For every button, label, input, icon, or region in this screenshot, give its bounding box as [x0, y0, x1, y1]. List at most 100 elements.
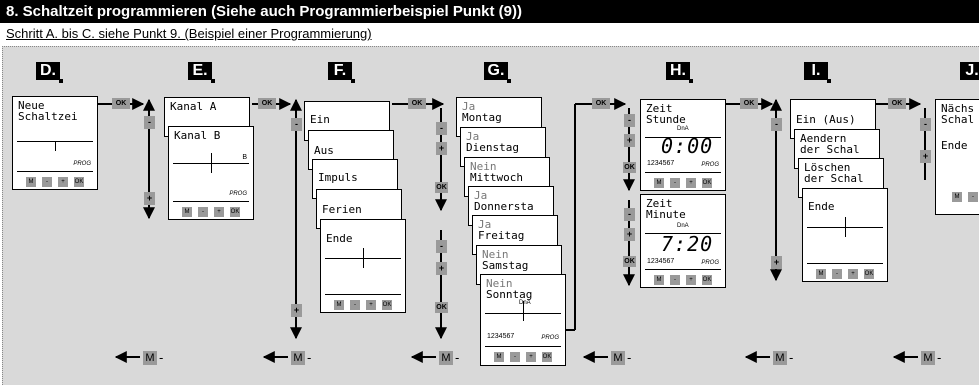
ok-key[interactable]: OK: [230, 207, 240, 217]
ok-key[interactable]: OK: [74, 177, 84, 187]
display-line: [645, 269, 721, 270]
step-label-j: J.: [960, 62, 979, 80]
plus-key-label: +: [624, 228, 635, 241]
plus-key[interactable]: +: [848, 269, 858, 279]
step-label-i: I.: [804, 62, 831, 83]
back-m-key: M-: [919, 350, 941, 365]
ok-key-label: OK: [112, 98, 130, 109]
page-title: 8. Schaltzeit programmieren (Siehe auch …: [0, 0, 979, 23]
dna-label: DnA: [519, 300, 531, 306]
day-state: Nein: [482, 248, 509, 261]
back-suffix: -: [789, 350, 794, 365]
minus-key[interactable]: -: [198, 207, 208, 217]
minus-key[interactable]: -: [510, 352, 520, 362]
card-text: Neue Schaltzei: [18, 99, 78, 123]
ok-key-label: OK: [592, 98, 610, 109]
step-label-f: F.: [328, 62, 355, 83]
ok-key-label: OK: [258, 98, 276, 109]
card-text: Ende: [326, 232, 353, 245]
card-text: Ein (Aus): [796, 113, 856, 126]
ok-key[interactable]: OK: [542, 352, 552, 362]
display-line: [645, 172, 721, 173]
weekday-indicator: 1234567: [487, 333, 515, 340]
card-text: Ende: [941, 139, 968, 152]
plus-key[interactable]: +: [214, 207, 224, 217]
ok-key[interactable]: OK: [702, 275, 712, 285]
minus-key-label: -: [920, 118, 931, 131]
plus-key[interactable]: +: [686, 275, 696, 285]
key-row: M - + OK: [13, 177, 97, 187]
m-key[interactable]: M: [816, 269, 826, 279]
day-name: Donnersta: [474, 200, 534, 213]
plus-key[interactable]: +: [686, 178, 696, 188]
minus-key[interactable]: -: [670, 275, 680, 285]
minus-key-label: -: [144, 116, 155, 129]
m-key[interactable]: M: [182, 207, 192, 217]
day-name: Montag: [462, 111, 502, 124]
day-name: Samstag: [482, 259, 529, 272]
card-text: Zeit Minute: [646, 197, 686, 221]
display-line: [845, 217, 846, 237]
key-row: M - + OK: [641, 275, 725, 285]
ok-key[interactable]: OK: [702, 178, 712, 188]
minus-key[interactable]: -: [832, 269, 842, 279]
ok-key-label: OK: [888, 98, 906, 109]
display-card-end: Ende M - + OK: [320, 219, 406, 313]
back-m-key: M-: [609, 350, 631, 365]
key-row: M - + OK: [641, 178, 725, 188]
m-key[interactable]: M: [334, 300, 344, 310]
plus-key[interactable]: +: [58, 177, 68, 187]
key-row: M - + OK: [803, 269, 887, 279]
display-line: [645, 137, 721, 138]
m-key[interactable]: M: [654, 178, 664, 188]
display-card-hour: Zeit Stunde DnA 0:00 1234567 PROG M - + …: [640, 99, 726, 191]
day-state: Ja: [466, 130, 480, 143]
card-text: Kanal B: [174, 129, 221, 142]
m-key-label: M: [921, 350, 935, 365]
plus-key[interactable]: +: [366, 300, 376, 310]
card-text: Kanal A: [170, 100, 217, 113]
minus-key[interactable]: -: [42, 177, 52, 187]
m-key-label: M: [439, 350, 453, 365]
back-m-key: M-: [771, 350, 793, 365]
card-text: Nächs Schal: [941, 102, 975, 126]
m-key[interactable]: M: [26, 177, 36, 187]
day-name: Dienstag: [466, 141, 519, 154]
card-text: Ferien: [322, 203, 362, 216]
ok-key[interactable]: OK: [864, 269, 874, 279]
m-key[interactable]: M: [494, 352, 504, 362]
plus-key-label: +: [624, 134, 635, 147]
day-state: Ja: [462, 100, 476, 113]
card-text: Impuls: [318, 171, 358, 184]
step-label-g: G.: [484, 62, 511, 83]
m-key[interactable]: M: [654, 275, 664, 285]
minus-key[interactable]: -: [968, 192, 978, 202]
ok-key[interactable]: OK: [382, 300, 392, 310]
dna-label: DnA: [677, 126, 689, 132]
prog-label: PROG: [701, 162, 719, 168]
minus-key[interactable]: -: [350, 300, 360, 310]
back-suffix: -: [307, 350, 312, 365]
back-suffix: -: [627, 350, 632, 365]
back-suffix: -: [159, 350, 164, 365]
back-m-key: M-: [289, 350, 311, 365]
minus-key-label: -: [771, 118, 782, 131]
display-line: [325, 294, 401, 295]
day-state: Ja: [478, 218, 492, 231]
plus-key[interactable]: +: [526, 352, 536, 362]
minus-key-label: -: [436, 240, 447, 253]
minus-key[interactable]: -: [670, 178, 680, 188]
key-row: M - + OK: [169, 207, 253, 217]
plus-key-label: +: [920, 150, 931, 163]
page-subtitle: Schritt A. bis C. siehe Punkt 9. (Beispi…: [6, 26, 372, 41]
ok-key-label: OK: [435, 182, 448, 193]
m-key-label: M: [291, 350, 305, 365]
back-suffix: -: [455, 350, 460, 365]
display-line: [645, 233, 721, 234]
prog-label: PROG: [73, 161, 91, 167]
m-key-label: M: [773, 350, 787, 365]
m-key[interactable]: M: [952, 192, 962, 202]
card-text: Ein: [310, 113, 330, 126]
ok-key-label: OK: [623, 256, 636, 267]
day-state: Nein: [486, 277, 513, 290]
